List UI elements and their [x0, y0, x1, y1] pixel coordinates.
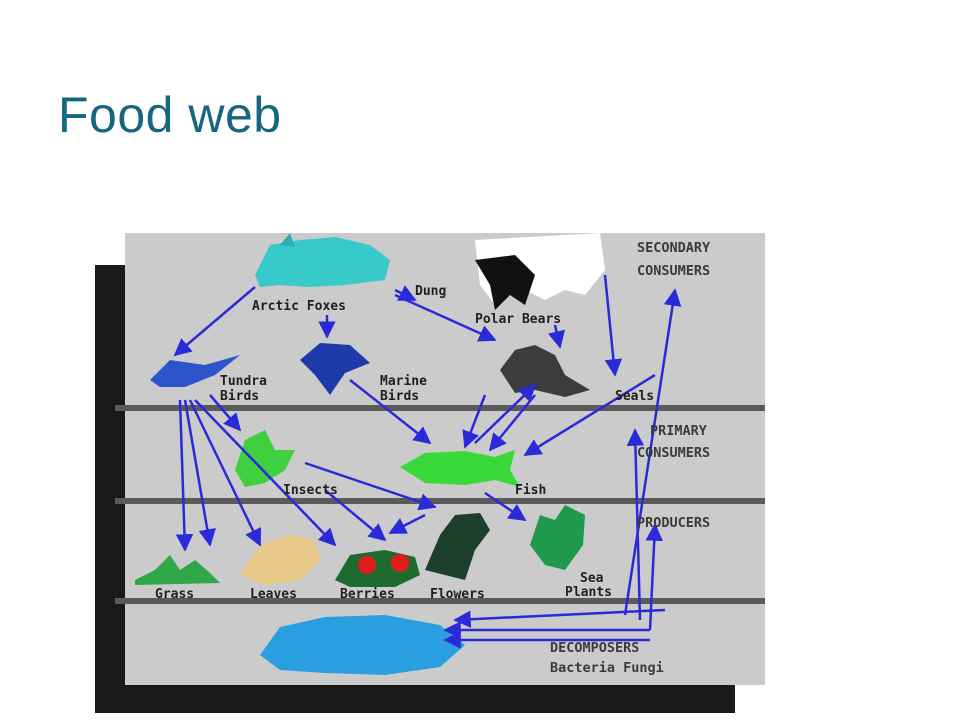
- level-primary-line2: CONSUMERS: [637, 445, 710, 461]
- label-tundra: Tundra: [220, 374, 267, 389]
- label-berries: Berries: [340, 587, 395, 602]
- label-marine: Marine: [380, 374, 427, 389]
- divider-secondary-primary: [115, 405, 765, 411]
- marine-bird-image: [300, 343, 370, 395]
- slide-title: Food web: [58, 87, 282, 143]
- sea-plant-image: [530, 505, 585, 570]
- label-insects: Insects: [283, 483, 338, 498]
- leaves-image: [240, 535, 320, 585]
- tundra-bird-image: [150, 355, 240, 387]
- frame-shadow-left: [95, 265, 125, 710]
- label-grass: Grass: [155, 587, 194, 602]
- divider-primary-producers: [115, 498, 765, 504]
- label-flowers: Flowers: [430, 587, 485, 602]
- grass-image: [135, 555, 220, 585]
- insect-image: [235, 430, 295, 487]
- label-sea-plants: Plants: [565, 585, 612, 600]
- label-tundra-birds: Birds: [220, 389, 259, 404]
- label-sea: Sea: [580, 571, 604, 586]
- fish-image: [400, 450, 520, 487]
- polar-bear-image: [475, 233, 605, 310]
- label-marine-birds: Birds: [380, 389, 419, 404]
- frame-shadow-bottom: [95, 685, 735, 713]
- level-producers: PRODUCERS: [637, 515, 710, 531]
- level-primary-line1: PRIMARY: [650, 423, 708, 439]
- label-arctic-foxes: Arctic Foxes: [252, 299, 346, 314]
- bacteria-fungi-image: [260, 615, 465, 675]
- label-leaves: Leaves: [250, 587, 297, 602]
- level-bacteria-fungi: Bacteria Fungi: [550, 660, 664, 676]
- label-polar-bears: Polar Bears: [475, 312, 561, 327]
- food-web-diagram: Dung Arctic Foxes Polar Bears Tundra Bir…: [95, 233, 765, 713]
- label-seals: Seals: [615, 389, 654, 404]
- level-decomposers: DECOMPOSERS: [550, 640, 639, 656]
- flowers-image: [425, 513, 490, 580]
- berries-image: [335, 550, 420, 587]
- label-fish: Fish: [515, 483, 546, 498]
- label-dung: Dung: [415, 284, 446, 299]
- arctic-fox-image: [255, 233, 390, 287]
- level-secondary-line2: CONSUMERS: [637, 263, 710, 279]
- level-secondary-line1: SECONDARY: [637, 240, 711, 256]
- food-web-arrows: [173, 274, 682, 649]
- divider-producers-decomposers: [115, 598, 765, 604]
